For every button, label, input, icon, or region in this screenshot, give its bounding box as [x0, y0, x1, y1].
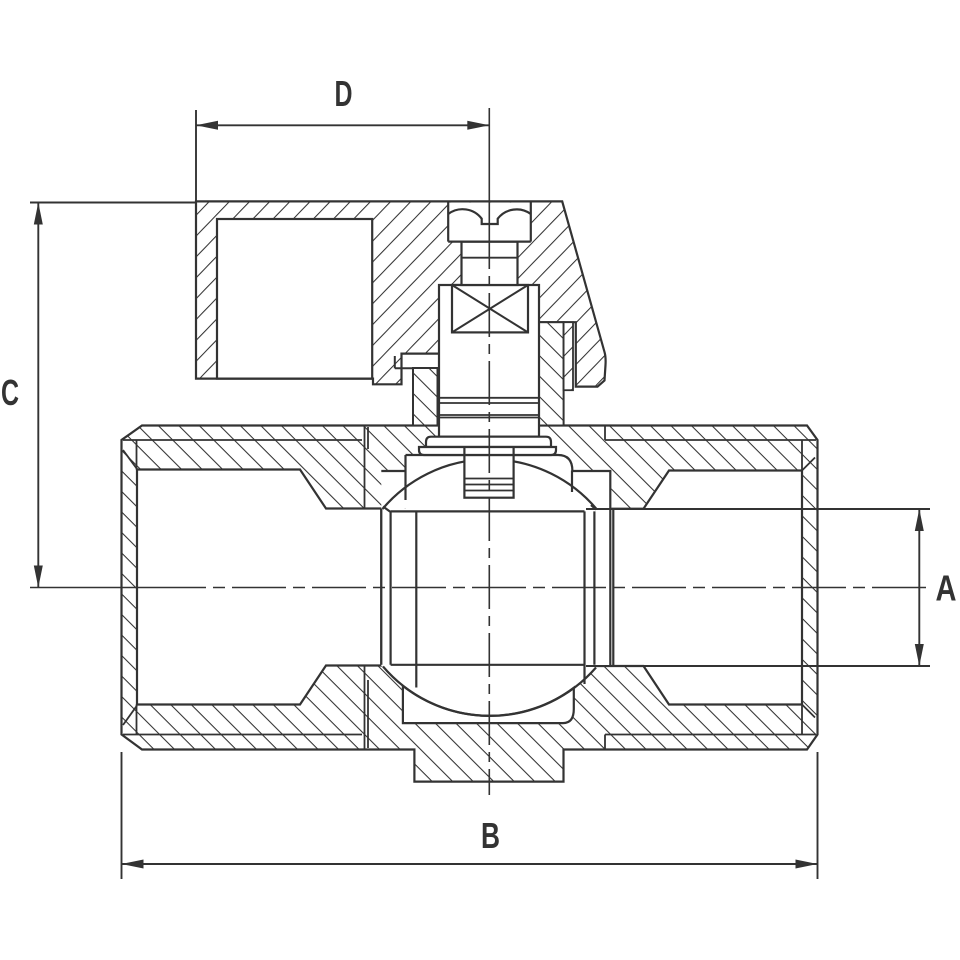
svg-text:B: B: [481, 815, 500, 856]
svg-text:D: D: [335, 73, 353, 114]
svg-text:C: C: [1, 372, 19, 413]
svg-text:A: A: [936, 568, 957, 609]
